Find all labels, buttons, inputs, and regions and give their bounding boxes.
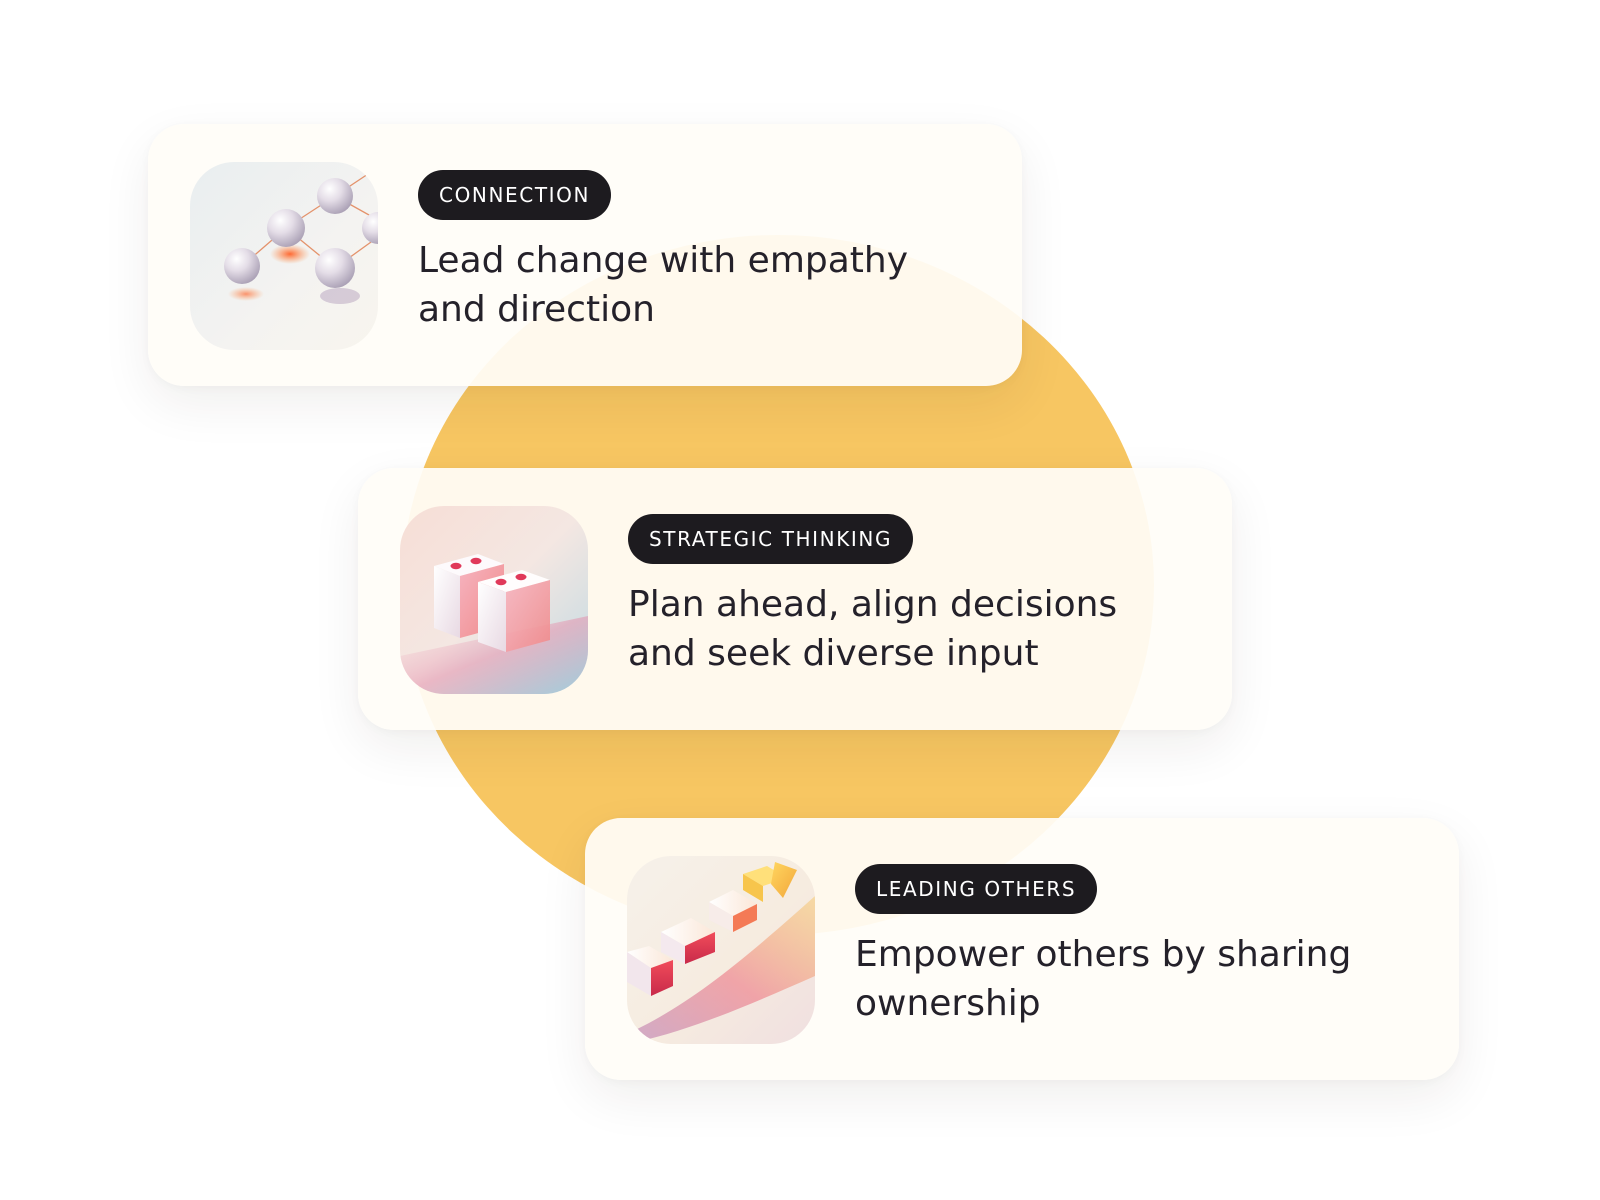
skill-card-connection: CONNECTION Lead change with empathy and … xyxy=(148,124,1022,386)
skill-description: Plan ahead, align decisions and seek div… xyxy=(628,584,1118,674)
category-tag: STRATEGIC THINKING xyxy=(628,514,914,564)
building-blocks-icon xyxy=(400,506,588,694)
skill-card-strategic-thinking: STRATEGIC THINKING Plan ahead, align dec… xyxy=(358,468,1232,730)
skill-description: Lead change with empathy and direction xyxy=(418,240,909,330)
rising-steps-arrow-icon xyxy=(627,856,815,1044)
connected-spheres-icon xyxy=(190,162,378,350)
category-tag: CONNECTION xyxy=(418,170,612,220)
skill-description: Empower others by sharing ownership xyxy=(855,934,1352,1024)
skill-card-leading-others: LEADING OTHERS Empower others by sharing… xyxy=(585,818,1459,1080)
category-tag: LEADING OTHERS xyxy=(855,864,1098,914)
